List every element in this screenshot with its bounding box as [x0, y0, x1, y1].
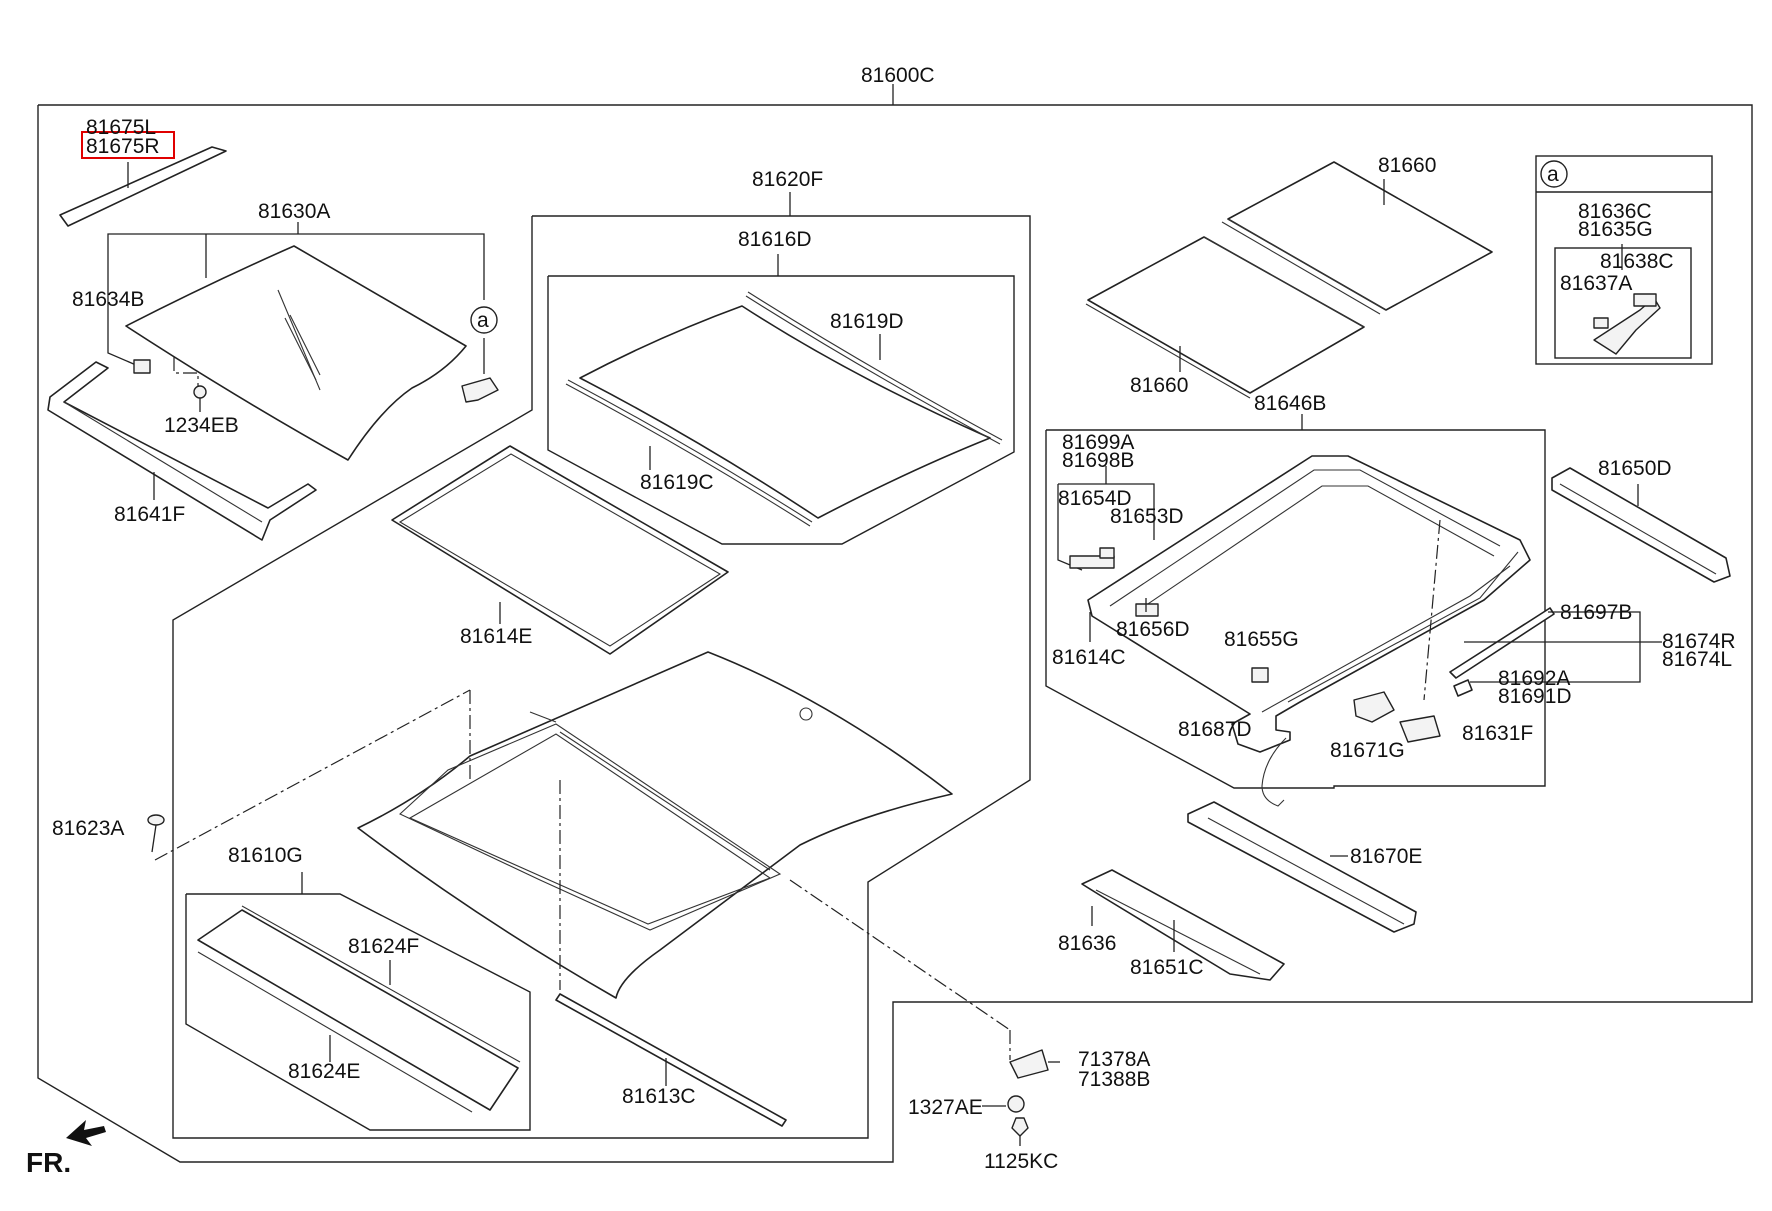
svg-text:a: a	[477, 309, 489, 332]
label-81610g: 81610G	[228, 844, 303, 867]
label-81634b: 81634B	[72, 288, 144, 311]
detail-box-a	[1535, 155, 1713, 365]
label-81641f: 81641F	[114, 503, 185, 526]
glass-seal	[391, 445, 729, 655]
assembly-frame	[37, 84, 1753, 1163]
label-81697b: 81697B	[1560, 601, 1632, 624]
label-81674l: 81674L	[1662, 648, 1732, 671]
label-81650d: 81650D	[1598, 457, 1672, 480]
callout-a-main: a	[470, 306, 498, 334]
label-81638c: 81638C	[1600, 250, 1674, 273]
label-81631f: 81631F	[1462, 722, 1533, 745]
rear-glass-group	[185, 872, 531, 1131]
label-81699a: 81699A	[1062, 431, 1134, 454]
part-labels: 81600C 81675L 81675R 81630A 81634B 1234E…	[26, 64, 1736, 1178]
label-81655g: 81655G	[1224, 628, 1299, 651]
label-81619c: 81619C	[640, 471, 714, 494]
sunshade-upper	[1221, 161, 1493, 315]
drain-plug	[147, 814, 165, 853]
reference-lines	[154, 689, 1011, 1060]
hose-bracket	[982, 1049, 1060, 1146]
label-81636c: 81636C	[1578, 200, 1652, 223]
label-1125kc: 1125KC	[984, 1150, 1058, 1173]
label-81671g: 81671G	[1330, 739, 1405, 762]
label-81660-lower: 81660	[1130, 374, 1188, 397]
label-71378a: 71378A	[1078, 1048, 1150, 1071]
label-81620f: 81620F	[752, 168, 823, 191]
rail-81670e	[1187, 801, 1417, 933]
label-81614c: 81614C	[1052, 646, 1126, 669]
label-81675l: 81675L	[86, 116, 156, 139]
bracket-81651c	[1081, 869, 1285, 981]
front-deflector	[47, 361, 317, 541]
label-81637a: 81637A	[1560, 272, 1632, 295]
label-81687d: 81687D	[1178, 718, 1252, 741]
label-81613c: 81613C	[622, 1085, 696, 1108]
roof-panel	[357, 651, 953, 999]
label-1234eb: 1234EB	[164, 414, 239, 437]
glass-assembly	[107, 222, 499, 461]
label-1327ae: 1327AE	[908, 1096, 983, 1119]
label-81636: 81636	[1058, 932, 1116, 955]
label-81675r: 81675R	[86, 135, 160, 158]
rail-81650d	[1551, 467, 1731, 583]
label-81619d: 81619D	[830, 310, 904, 333]
label-81630a: 81630A	[258, 200, 330, 223]
label-81656d: 81656D	[1116, 618, 1190, 641]
side-rails	[1449, 607, 1662, 697]
frame-assembly-box	[1045, 414, 1546, 807]
label-81624f: 81624F	[348, 935, 419, 958]
label-71388b: 71388B	[1078, 1068, 1150, 1091]
label-81623a: 81623A	[52, 817, 124, 840]
label-81651c: 81651C	[1130, 956, 1204, 979]
label-81674r: 81674R	[1662, 630, 1736, 653]
label-81616d: 81616D	[738, 228, 812, 251]
label-81670e: 81670E	[1350, 845, 1422, 868]
label-81624e: 81624E	[288, 1060, 360, 1083]
label-81646b: 81646B	[1254, 392, 1326, 415]
callout-a-detail: a	[1540, 160, 1568, 188]
highlight-box	[81, 131, 175, 159]
label-81698b: 81698B	[1062, 449, 1134, 472]
label-81654d: 81654D	[1058, 487, 1132, 510]
svg-text:a: a	[1547, 163, 1559, 186]
label-81600c: 81600C	[861, 64, 935, 87]
glass-panel-group	[172, 192, 1031, 1139]
front-label: FR.	[26, 1147, 71, 1178]
sunshade-lower	[1085, 236, 1365, 399]
front-arrow-icon	[66, 1120, 106, 1146]
label-81635g: 81635G	[1578, 218, 1653, 241]
label-81614e: 81614E	[460, 625, 532, 648]
label-81692a: 81692A	[1498, 667, 1570, 690]
deflector-strip	[59, 131, 227, 227]
label-81653d: 81653D	[1110, 505, 1184, 528]
label-81691d: 81691D	[1498, 685, 1572, 708]
label-81660-upper: 81660	[1378, 154, 1436, 177]
roof-molding	[555, 993, 787, 1127]
